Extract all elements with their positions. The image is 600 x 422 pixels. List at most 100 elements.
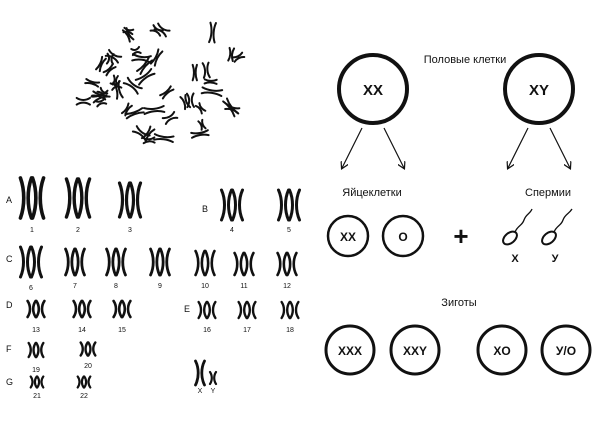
chromosome-pair-10-left xyxy=(194,249,206,277)
chromosome-pair-8-right xyxy=(115,247,127,277)
spread-chromosome xyxy=(90,89,111,104)
chromosome-pair-1 xyxy=(18,176,46,220)
chromosome-pair-3 xyxy=(117,181,143,219)
chromosome-pair-15-left xyxy=(112,299,123,319)
spread-chromosome xyxy=(201,61,211,79)
spread-chromosome-shape xyxy=(142,136,156,145)
group-letter-e: E xyxy=(184,304,190,314)
chromosome-pair-20-left xyxy=(79,341,89,357)
chromosome-pair-21-left xyxy=(29,375,38,389)
sex-chromosome-x-label: X xyxy=(198,388,203,395)
parent-female-label: XX xyxy=(363,82,383,99)
spread-chromosome-shape xyxy=(109,80,123,91)
spread-chromosome-shape xyxy=(179,94,192,111)
spread-chromosome xyxy=(109,80,123,91)
chromosome-pair-1-right xyxy=(30,176,46,220)
pair-number-8: 8 xyxy=(114,283,118,290)
spread-chromosome-shape xyxy=(122,26,135,36)
pair-number-20: 20 xyxy=(84,363,92,370)
chromosome-y xyxy=(208,370,218,386)
spread-chromosome xyxy=(104,48,123,64)
spread-chromosome-shape xyxy=(161,110,179,125)
spread-chromosome-shape xyxy=(201,61,211,79)
germ-cells-heading: Половые клетки xyxy=(424,54,506,66)
zygote-xxx-cell xyxy=(324,324,376,376)
chromosome-pair-7-right xyxy=(74,247,86,277)
spread-chromosome-shape xyxy=(102,62,117,77)
chromosome-pair-5-right xyxy=(288,188,301,222)
metaphase-spread xyxy=(75,21,246,145)
pair-number-3: 3 xyxy=(128,227,132,234)
chromosome-pair-18-left xyxy=(280,300,291,320)
chromosome-pair-11 xyxy=(233,251,255,277)
sperm-y-label: У xyxy=(552,253,559,265)
chromosome-pair-14-right xyxy=(81,299,92,319)
spread-chromosome xyxy=(231,51,246,63)
pair-number-11: 11 xyxy=(240,283,247,290)
chromosome-pair-11-right xyxy=(243,251,255,277)
spread-chromosome-shape xyxy=(130,45,142,57)
spread-chromosome-shape xyxy=(159,85,175,100)
group-letter-a: A xyxy=(6,195,12,205)
chromosome-pair-13-left xyxy=(26,299,37,319)
chromosome-pair-5-left xyxy=(277,188,290,222)
spread-chromosome-shape xyxy=(131,52,152,64)
chromosome-pair-9-left xyxy=(149,247,161,277)
pair-number-5: 5 xyxy=(287,227,291,234)
spread-chromosome xyxy=(122,26,135,36)
spread-chromosome-shape xyxy=(104,48,123,64)
chromosome-pair-1-left xyxy=(18,176,34,220)
spread-chromosome xyxy=(130,45,142,57)
chromosome-pair-15-right xyxy=(121,299,132,319)
spread-chromosome-shape xyxy=(96,86,109,99)
spread-chromosome xyxy=(124,107,145,120)
chromosome-pair-15 xyxy=(112,299,132,319)
nondisjunction-diagram: Половые клетки XX XY Яйцеклетки Спермии … xyxy=(324,53,592,376)
chromosome-pair-19 xyxy=(27,341,45,359)
chromosome-pair-12-left xyxy=(276,251,288,277)
chromosome-pair-8 xyxy=(105,247,127,277)
spread-chromosome xyxy=(149,48,164,67)
spread-chromosome-shape xyxy=(95,55,107,73)
pair-number-9: 9 xyxy=(158,283,162,290)
zygote-yo-label: У/O xyxy=(556,344,576,358)
spread-chromosome-shape xyxy=(142,105,166,116)
chromosome-pair-22-right xyxy=(83,375,92,389)
chromosome-pair-18 xyxy=(280,300,300,320)
pair-number-19: 19 xyxy=(32,367,40,374)
chromosome-pair-20 xyxy=(79,341,97,357)
zygote-xo-label: XO xyxy=(493,344,510,358)
chromosome-pair-3-right xyxy=(128,181,143,219)
chromosome-pair-2-right xyxy=(76,177,92,219)
chromosome-pair-7 xyxy=(64,247,86,277)
spread-chromosome-shape xyxy=(194,102,207,115)
plus-sign: + xyxy=(453,221,468,251)
pair-number-16: 16 xyxy=(203,327,211,334)
zygote-xxx-label: XXX xyxy=(338,344,362,358)
chromosome-pair-4-left xyxy=(220,188,233,222)
zygotes-heading: Зиготы xyxy=(441,297,476,309)
chromosome-pair-16-right xyxy=(206,300,217,320)
spread-chromosome xyxy=(208,21,217,44)
chromosome-pair-2 xyxy=(64,177,92,219)
chromosome-pair-22 xyxy=(76,375,92,389)
chromosome-pair-17-right xyxy=(246,300,257,320)
spread-chromosome xyxy=(94,97,108,108)
pair-number-15: 15 xyxy=(118,327,126,334)
chromosome-pair-21 xyxy=(29,375,45,389)
arrow-female-left xyxy=(342,127,363,168)
spread-chromosome-shape xyxy=(191,63,198,82)
egg-xx-cell xyxy=(326,214,370,258)
spread-chromosome xyxy=(102,62,117,77)
zygote-xo-cell xyxy=(476,324,528,376)
spread-chromosome-shape xyxy=(94,97,108,108)
spread-chromosome-shape xyxy=(231,51,246,63)
sperm-heading: Спермии xyxy=(525,187,571,199)
spread-chromosome xyxy=(224,103,241,115)
spread-chromosome-shape xyxy=(227,46,236,63)
group-letter-f: F xyxy=(6,344,12,354)
spread-chromosome xyxy=(161,110,179,125)
egg-xx-label: XX xyxy=(340,230,356,244)
group-letter-c: C xyxy=(6,254,13,264)
spread-chromosome-shape xyxy=(200,86,224,97)
